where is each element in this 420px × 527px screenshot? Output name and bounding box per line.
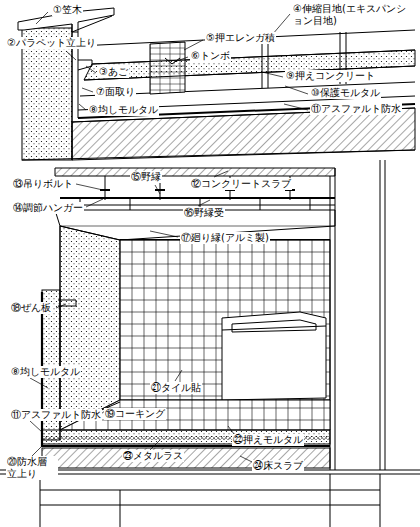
callout-label: ⑪アスファルト防水: [310, 103, 402, 115]
lower-frame: [0, 160, 420, 527]
callout-label: ⑬吊りボルト: [12, 178, 74, 190]
callout-label: ⑧均しモルタル: [10, 366, 81, 378]
callout-label: ⑮野縁: [130, 171, 162, 183]
callout-label: ⑱ぜん板: [10, 302, 52, 314]
callout-label: ⑪アスファルト防水: [10, 409, 102, 421]
callout-label: ⑤押エレンガ積: [205, 32, 276, 44]
callout-label: ⑩保護モルタル: [310, 87, 381, 99]
callout-label: ③あご: [98, 66, 129, 78]
callout-label: ⑯野縁受: [183, 207, 225, 219]
callout-label: ②パラペット立上り: [6, 37, 97, 49]
callout-label: ⑦面取り: [95, 86, 136, 98]
leader-lines: [30, 12, 308, 462]
roof-parapet: [18, 8, 415, 160]
callout-label: ⑫コンクリートスラブ: [190, 178, 292, 190]
callout-label: ㉓メタルラス: [122, 450, 184, 462]
callout-label: ⑳防水層 立上り: [6, 456, 58, 480]
callout-label: ⑧均しモルタル: [88, 104, 159, 116]
callout-label: ⑭調節ハンガー: [12, 202, 84, 214]
callout-label: ㉔床スラブ: [252, 460, 304, 472]
callout-label: ⑨押えコンクリート: [285, 70, 376, 82]
callout-label: ④伸縮目地(エキスパンション目地): [292, 3, 416, 27]
callout-label: ㉑タイル貼: [150, 382, 202, 394]
callout-label: ⑰廻り縁(アルミ製): [180, 232, 270, 244]
bathroom: [42, 168, 335, 470]
callout-label: ⑲コーキング: [104, 408, 166, 420]
ceiling-system: [55, 168, 335, 240]
callout-label: ⑥トンボ: [190, 50, 231, 62]
callout-label: ①笠木: [52, 4, 83, 16]
callout-label: ㉒押えモルタル: [232, 434, 304, 446]
